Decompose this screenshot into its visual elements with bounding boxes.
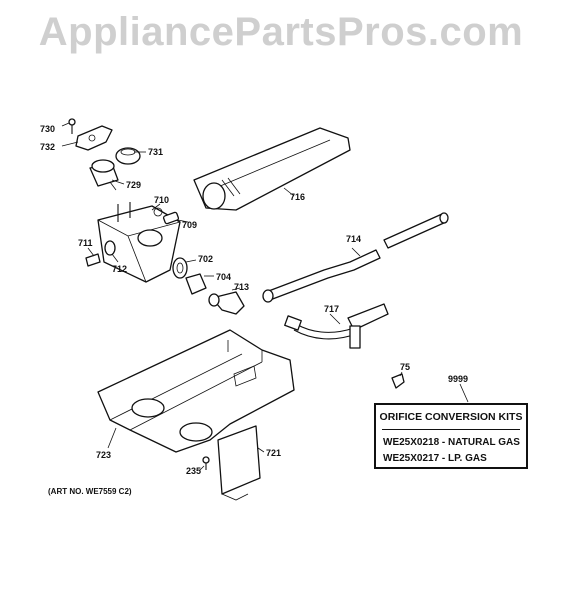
kit-row-lp-gas: WE25X0217 - LP. GAS	[383, 453, 487, 464]
part-721-plate[interactable]	[217, 425, 261, 501]
orifice-kits-box: ORIFICE CONVERSION KITS WE25X0218 - NATU…	[374, 403, 528, 469]
callout-75: 75	[400, 362, 410, 372]
part-730-screw[interactable]	[68, 118, 76, 134]
part-729-coil[interactable]	[89, 159, 119, 191]
kits-divider	[382, 429, 520, 430]
callout-716: 716	[290, 192, 305, 202]
callout-729: 729	[126, 180, 141, 190]
callout-709: 709	[182, 220, 197, 230]
callout-714: 714	[346, 234, 361, 244]
callout-235: 235	[186, 466, 201, 476]
callout-702: 702	[198, 254, 213, 264]
kit-row-natural-gas: WE25X0218 - NATURAL GAS	[383, 437, 520, 448]
callout-721: 721	[266, 448, 281, 458]
callout-704: 704	[216, 272, 231, 282]
part-709-fitting[interactable]	[162, 211, 180, 225]
part-716-burner[interactable]	[193, 127, 351, 211]
part-717-igniter[interactable]	[284, 303, 389, 349]
callout-711: 711	[78, 238, 93, 248]
part-710-valve[interactable]	[97, 202, 181, 283]
art-number: (ART NO. WE7559 C2)	[48, 487, 132, 496]
callout-732: 732	[40, 142, 55, 152]
part-712-inlet[interactable]	[104, 240, 116, 256]
watermark-logo: AppliancePartsPros.com	[38, 10, 524, 54]
part-235-screw[interactable]	[202, 456, 210, 470]
part-713-elbow[interactable]	[208, 291, 245, 315]
callout-9999: 9999	[448, 374, 468, 384]
part-75-screw[interactable]	[391, 373, 405, 389]
callout-723: 723	[96, 450, 111, 460]
part-711-screw[interactable]	[85, 253, 101, 267]
callout-713: 713	[234, 282, 249, 292]
leader-lines	[61, 122, 469, 471]
callout-730: 730	[40, 124, 55, 134]
kits-title: ORIFICE CONVERSION KITS	[379, 411, 523, 423]
part-723-bracket[interactable]	[97, 329, 295, 453]
callout-731: 731	[148, 147, 163, 157]
callout-710: 710	[154, 195, 169, 205]
callout-712: 712	[112, 264, 127, 274]
callout-717: 717	[324, 304, 339, 314]
part-702-orifice[interactable]	[172, 257, 188, 279]
part-704-nut[interactable]	[185, 273, 207, 295]
part-714-tube[interactable]	[262, 212, 449, 303]
part-731-coil[interactable]	[115, 147, 141, 165]
part-732-bracket[interactable]	[75, 125, 113, 151]
